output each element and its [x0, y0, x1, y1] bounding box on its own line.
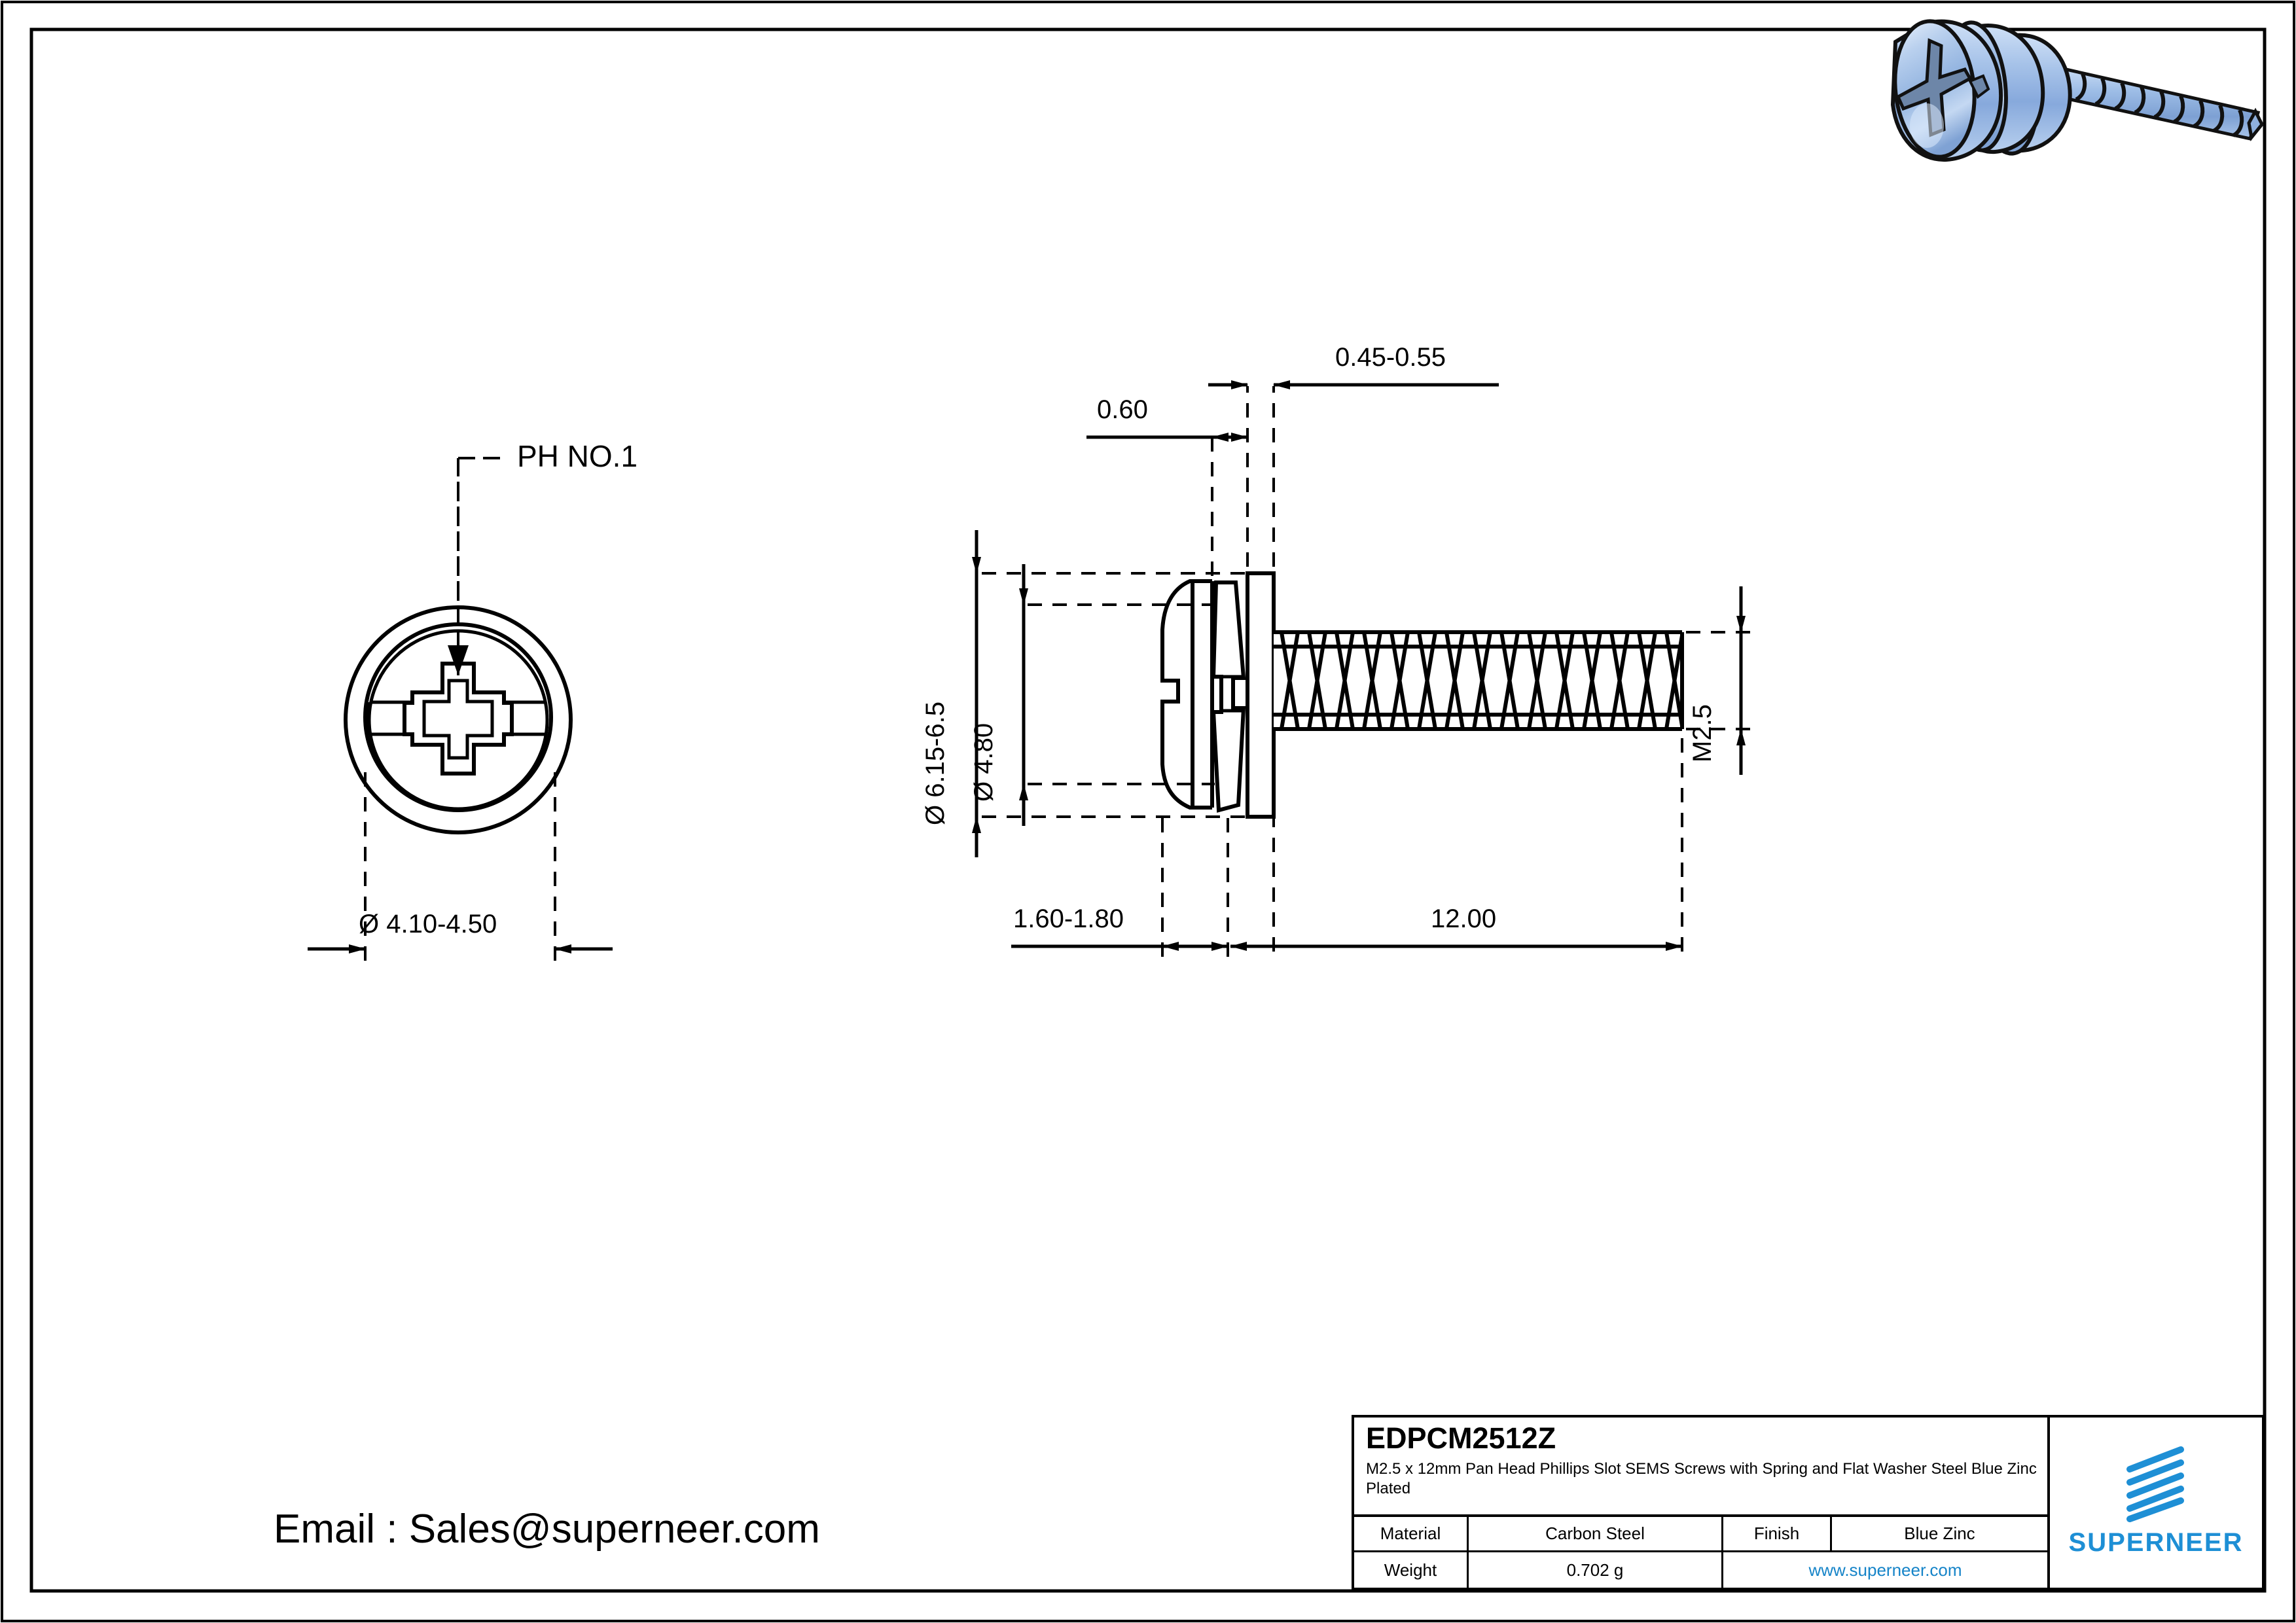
logo-wordmark: SUPERNEER: [2068, 1527, 2244, 1557]
dim-label-washer-thickness: 0.45-0.55: [1335, 343, 1446, 372]
render-shaft: [2038, 63, 2264, 141]
dim-label-thread-size: M2.5: [1688, 704, 1717, 762]
side-view: [972, 380, 1754, 962]
render-pan-head: [1890, 19, 2003, 162]
callout-arrowhead-ph: [448, 645, 469, 675]
callout-label-ph-no: PH NO.1: [517, 439, 638, 473]
weight-value: 0.702 g: [1469, 1552, 1723, 1588]
table-row: Weight 0.702 g www.superneer.com: [1354, 1552, 2047, 1588]
title-block-left: EDPCM2512Z M2.5 x 12mm Pan Head Phillips…: [1354, 1418, 2050, 1588]
end-view: [308, 454, 613, 962]
weight-label: Weight: [1354, 1552, 1469, 1588]
dim-washer-diameter: [972, 530, 1274, 857]
title-block-description-area: EDPCM2512Z M2.5 x 12mm Pan Head Phillips…: [1354, 1418, 2047, 1517]
callout-stub-ph: [457, 457, 501, 645]
company-logo: SUPERNEER: [2050, 1418, 2262, 1588]
pan-head-edges: [1190, 579, 1214, 810]
part-number: EDPCM2512Z: [1366, 1421, 1556, 1455]
render-washer-notch: [1968, 74, 1990, 99]
phillips-cross-recess: [403, 662, 514, 776]
dim-label-head-outer-diameter: Ø 6.15-6.5: [921, 701, 950, 825]
dim-head-height: [1011, 818, 1229, 962]
phillips-cross-inner: [422, 679, 494, 760]
spring-washer-split: [1221, 675, 1244, 713]
superneer-logo-icon: [2126, 1446, 2184, 1522]
dim-head-diameter: [1019, 564, 1215, 826]
dim-thread-length: [1230, 738, 1683, 962]
dim-spring-washer: [1086, 433, 1249, 576]
dim-label-head-diameter: Ø 4.80: [969, 722, 998, 802]
finish-value: Blue Zinc: [1904, 1524, 1975, 1544]
product-description: M2.5 x 12mm Pan Head Phillips Slot SEMS …: [1366, 1460, 2037, 1497]
material-value: Carbon Steel: [1469, 1517, 1723, 1551]
table-row: Material Carbon Steel Finish Blue Zinc: [1354, 1517, 2047, 1553]
finish-label: Finish: [1723, 1517, 1832, 1551]
sheet-border-inner: [29, 27, 2267, 1593]
render-phillips-recess: [1895, 38, 1973, 137]
email-contact-text: Email : Sales@superneer.com: [274, 1507, 820, 1552]
threaded-shaft: [1274, 630, 1684, 731]
dim-thread-size: [1686, 586, 1754, 775]
dim-label-spring-washer: 0.60: [1097, 395, 1148, 424]
dim-label-head-height: 1.60-1.80: [1013, 904, 1124, 933]
thread-helix: [1280, 632, 1684, 730]
dim-label-thread-length: 12.00: [1431, 904, 1497, 933]
end-view-dim-ext: [364, 772, 556, 962]
website-link[interactable]: www.superneer.com: [1808, 1560, 1962, 1580]
dim-label-end-view-diameter: Ø 4.10-4.50: [359, 910, 497, 938]
title-block: EDPCM2512Z M2.5 x 12mm Pan Head Phillips…: [1352, 1415, 2265, 1590]
head-slot-mark: [1162, 679, 1180, 704]
material-label: Material: [1354, 1517, 1469, 1551]
